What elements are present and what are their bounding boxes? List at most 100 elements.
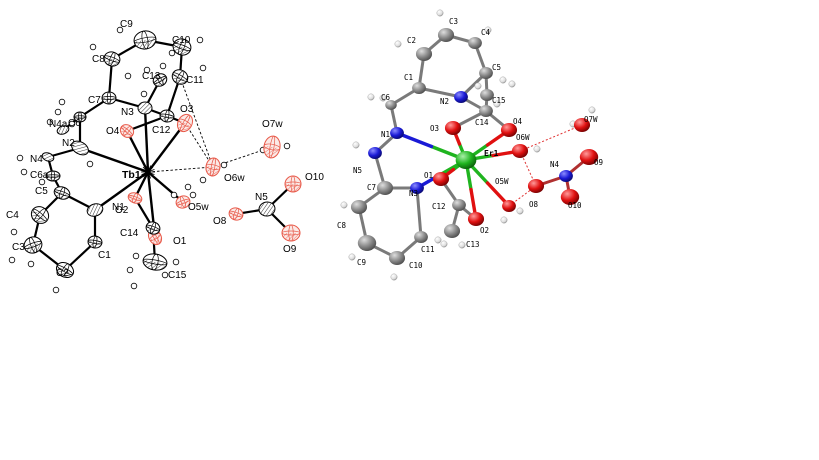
atom-label-c9: C9 <box>357 258 366 267</box>
atom-label-er1: Er1 <box>484 149 499 158</box>
hydrogen-sphere-icon <box>220 161 228 169</box>
hydrogen-sphere-icon <box>130 282 138 290</box>
thermal-ellipsoid-icon <box>133 30 157 50</box>
thermal-ellipsoid-icon <box>86 203 104 217</box>
atom-label-o4: O4 <box>106 126 120 137</box>
erbium-sphere-icon <box>455 151 477 169</box>
hydrogen-sphere-icon <box>394 40 402 48</box>
atom-label-c14: C14 <box>475 118 489 127</box>
atom-label-c15: C15 <box>492 96 506 105</box>
thermal-ellipsoid-icon <box>175 195 191 209</box>
hydrogen-sphere-icon <box>52 286 60 294</box>
atom-label-o3: O3 <box>430 124 439 133</box>
hydrogen-sphere-icon <box>199 176 207 184</box>
left-structure-panel: Tb1N1N2N3N4N4aN5O1O2O3O4O5wO6wO7wO8O9O10… <box>6 19 324 294</box>
atom-label-c1: C1 <box>98 250 111 261</box>
atom-sphere-icon <box>388 251 406 265</box>
atom-label-c6: C6 <box>381 93 391 102</box>
atom-sphere-icon <box>560 189 580 205</box>
atom-label-n4: N4 <box>550 160 560 169</box>
thermal-ellipsoid-icon <box>258 201 276 217</box>
atom-label-o5w: O5W <box>495 177 509 186</box>
hydrogen-sphere-icon <box>440 240 448 248</box>
atom-sphere-icon <box>437 28 455 42</box>
atom-label-n1: N1 <box>381 130 390 139</box>
hydrogen-sphere-icon <box>159 62 167 70</box>
atom-label-o8: O8 <box>529 200 539 209</box>
atom-label-c4: C4 <box>6 210 19 221</box>
atom-label-c12: C12 <box>152 125 171 136</box>
terbium-center-icon <box>141 165 155 179</box>
hydrogen-sphere-icon <box>172 258 180 266</box>
bond-line <box>417 86 463 99</box>
atom-sphere-icon <box>412 82 426 94</box>
hydrogen-sphere-icon <box>27 260 35 268</box>
thermal-ellipsoid-icon <box>176 113 194 133</box>
atom-sphere-icon <box>410 182 424 194</box>
hydrogen-sphere-icon <box>458 241 466 249</box>
atom-label-o2: O2 <box>480 226 489 235</box>
atom-label-n5: N5 <box>353 166 362 175</box>
hydrogen-sphere-icon <box>89 43 97 51</box>
atom-sphere-icon <box>511 144 529 158</box>
atom-label-c8: C8 <box>337 221 347 230</box>
thermal-ellipsoid-icon <box>71 140 89 156</box>
hydrogen-sphere-icon <box>170 191 178 199</box>
atom-sphere-icon <box>432 172 450 186</box>
atom-sphere-icon <box>502 200 516 212</box>
hydrogen-sphere-icon <box>86 160 94 168</box>
atom-label-c2: C2 <box>56 268 69 279</box>
atom-label-o7w: O7W <box>584 115 598 124</box>
atom-sphere-icon <box>350 200 368 214</box>
atom-label-o9: O9 <box>594 158 603 167</box>
hydrogen-sphere-icon <box>184 183 192 191</box>
atom-label-n5: N5 <box>255 192 268 203</box>
atom-label-o9: O9 <box>283 244 297 255</box>
right-structure-panel: Er1N1N2N3N4N5O1O2O3O4O5WO6WO7WO8O9O10C1C… <box>337 9 603 281</box>
hydrogen-sphere-icon <box>189 191 197 199</box>
bond-line <box>415 186 423 239</box>
coordination-bond <box>125 130 150 173</box>
hydrogen-sphere-icon <box>499 76 507 84</box>
hydrogen-sphere-icon <box>161 271 169 279</box>
thermal-ellipsoid-icon <box>55 261 75 279</box>
thermal-ellipsoid-icon <box>101 91 117 105</box>
atom-label-c9: C9 <box>120 19 133 30</box>
atom-label-c7: C7 <box>367 183 376 192</box>
thermal-ellipsoid-icon <box>45 170 61 182</box>
atom-sphere-icon <box>500 123 518 137</box>
thermal-ellipsoid-icon <box>103 51 121 67</box>
atom-label-n2: N2 <box>62 138 75 149</box>
atom-sphere-icon <box>357 235 377 251</box>
hydrogen-bond <box>179 76 214 168</box>
hydrogen-sphere-icon <box>58 98 66 106</box>
atom-label-o6w: O6w <box>224 173 245 184</box>
atom-label-c11: C11 <box>421 245 435 254</box>
atom-sphere-icon <box>579 149 599 165</box>
atom-label-c6a: C6a <box>30 170 49 181</box>
atom-sphere-icon <box>376 181 394 195</box>
hydrogen-sphere-icon <box>484 26 492 34</box>
thermal-ellipsoid-icon <box>56 125 70 135</box>
hydrogen-sphere-icon <box>493 100 501 108</box>
coordination-bond <box>79 146 149 174</box>
hydrogen-sphere-icon <box>168 49 176 57</box>
hydrogen-sphere-icon <box>143 66 151 74</box>
atom-sphere-icon <box>527 179 545 193</box>
atom-sphere-icon <box>467 212 485 226</box>
hydrogen-sphere-icon <box>340 201 348 209</box>
atom-label-c13: C13 <box>142 71 161 82</box>
atom-sphere-icon <box>368 147 382 159</box>
atom-label-c12: C12 <box>432 202 446 211</box>
atom-label-c15: C15 <box>168 270 187 281</box>
atom-label-o10: O10 <box>568 201 582 210</box>
hydrogen-sphere-icon <box>16 154 24 162</box>
hydrogen-sphere-icon <box>474 82 482 90</box>
atom-label-n1: N1 <box>112 202 125 213</box>
atom-sphere-icon <box>468 37 482 49</box>
atom-label-n2: N2 <box>440 97 449 106</box>
thermal-ellipsoid-icon <box>205 157 221 177</box>
thermal-ellipsoid-icon <box>73 111 87 123</box>
thermal-ellipsoid-icon <box>30 206 50 224</box>
atom-label-o7w: O7w <box>262 119 283 130</box>
